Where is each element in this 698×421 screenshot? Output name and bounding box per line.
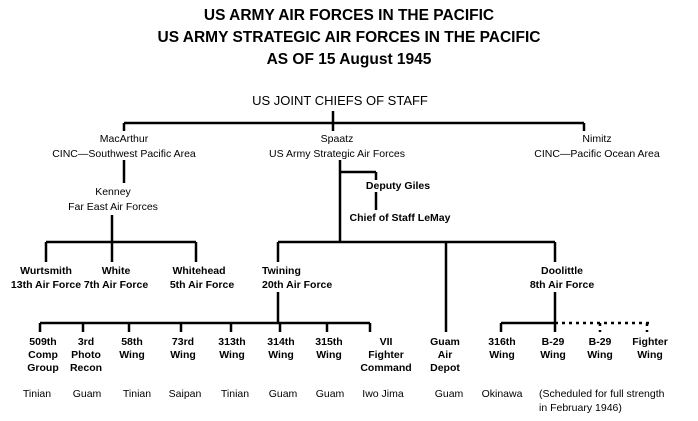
note-scheduled-line-1: (Scheduled for full strength xyxy=(539,388,665,400)
location-vii-fighter: Iwo Jima xyxy=(362,388,404,400)
node-wurtsmith-unit: 13th Air Force xyxy=(10,279,82,291)
node-doolittle-unit: 8th Air Force xyxy=(529,279,595,291)
node-whitehead-name: Whitehead xyxy=(172,265,226,277)
chart-title-line-1: US ARMY AIR FORCES IN THE PACIFIC xyxy=(203,7,495,24)
node-chief-of-staff-lemay: Chief of Staff LeMay xyxy=(349,212,451,224)
chart-title-line-2: US ARMY STRATEGIC AIR FORCES IN THE PACI… xyxy=(157,29,541,46)
node-kenney-role: Far East Air Forces xyxy=(68,201,158,213)
node-nimitz-role: CINC—Pacific Ocean Area xyxy=(534,148,660,160)
node-deputy-giles: Deputy Giles xyxy=(365,180,431,192)
node-spaatz-name: Spaatz xyxy=(320,133,354,145)
node-macarthur-name: MacArthur xyxy=(99,133,149,145)
note-scheduled-line-2: in February 1946) xyxy=(539,402,622,414)
location-316th: Okinawa xyxy=(481,388,523,400)
location-guam-depot: Guam xyxy=(434,388,464,400)
node-macarthur-role: CINC—Southwest Pacific Area xyxy=(52,148,196,160)
node-twining-unit: 20th Air Force xyxy=(262,279,333,291)
node-white-unit: 7th Air Force xyxy=(83,279,149,291)
node-spaatz-role: US Army Strategic Air Forces xyxy=(269,148,405,160)
node-doolittle-name: Doolittle xyxy=(541,265,583,277)
location-3rd-photo: Guam xyxy=(72,388,102,400)
node-white-name: White xyxy=(101,265,131,277)
location-509th: Tinian xyxy=(22,388,52,400)
location-313th: Tinian xyxy=(220,388,250,400)
node-twining-name: Twining xyxy=(262,265,301,277)
chart-title-line-3: AS OF 15 August 1945 xyxy=(266,51,432,68)
location-73rd: Saipan xyxy=(168,388,202,400)
node-whitehead-unit: 5th Air Force xyxy=(169,279,235,291)
location-314th: Guam xyxy=(268,388,298,400)
node-joint-chiefs: US JOINT CHIEFS OF STAFF xyxy=(252,93,428,108)
node-kenney-name: Kenney xyxy=(95,186,131,198)
location-58th: Tinian xyxy=(122,388,152,400)
location-315th: Guam xyxy=(315,388,345,400)
node-nimitz-name: Nimitz xyxy=(582,133,612,145)
node-wurtsmith-name: Wurtsmith xyxy=(20,265,72,277)
